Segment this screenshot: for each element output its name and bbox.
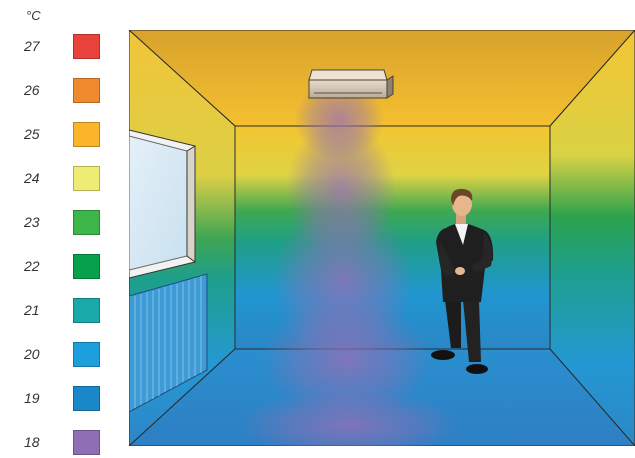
- legend-color-swatch: [73, 254, 100, 279]
- legend-color-swatch: [73, 78, 100, 103]
- legend-item-label: 27: [24, 38, 40, 54]
- legend-item: 21: [0, 296, 110, 326]
- legend-item-label: 18: [24, 434, 40, 450]
- legend-item-label: 25: [24, 126, 40, 142]
- legend-unit-label: °C: [26, 8, 41, 23]
- legend-color-swatch: [73, 210, 100, 235]
- legend-color-swatch: [73, 34, 100, 59]
- legend-color-swatch: [73, 166, 100, 191]
- legend-item-label: 21: [24, 302, 40, 318]
- legend-color-swatch: [73, 342, 100, 367]
- legend-item: 24: [0, 164, 110, 194]
- window-icon: [129, 130, 195, 278]
- legend-item: 25: [0, 120, 110, 150]
- legend-color-swatch: [73, 298, 100, 323]
- legend-item: 22: [0, 252, 110, 282]
- legend-item-label: 19: [24, 390, 40, 406]
- legend-item: 27: [0, 32, 110, 62]
- legend-item: 20: [0, 340, 110, 370]
- legend-item: 26: [0, 76, 110, 106]
- legend-color-swatch: [73, 386, 100, 411]
- legend-color-swatch: [73, 430, 100, 455]
- legend-item: 19: [0, 384, 110, 414]
- legend-item: 23: [0, 208, 110, 238]
- legend-item-label: 26: [24, 82, 40, 98]
- legend-item-label: 22: [24, 258, 40, 274]
- legend-item: 18: [0, 428, 110, 458]
- air-conditioner-icon: [309, 70, 393, 98]
- legend-item-label: 23: [24, 214, 40, 230]
- legend-color-swatch: [73, 122, 100, 147]
- room-scene: [129, 30, 635, 446]
- legend-item-label: 24: [24, 170, 40, 186]
- legend-item-label: 20: [24, 346, 40, 362]
